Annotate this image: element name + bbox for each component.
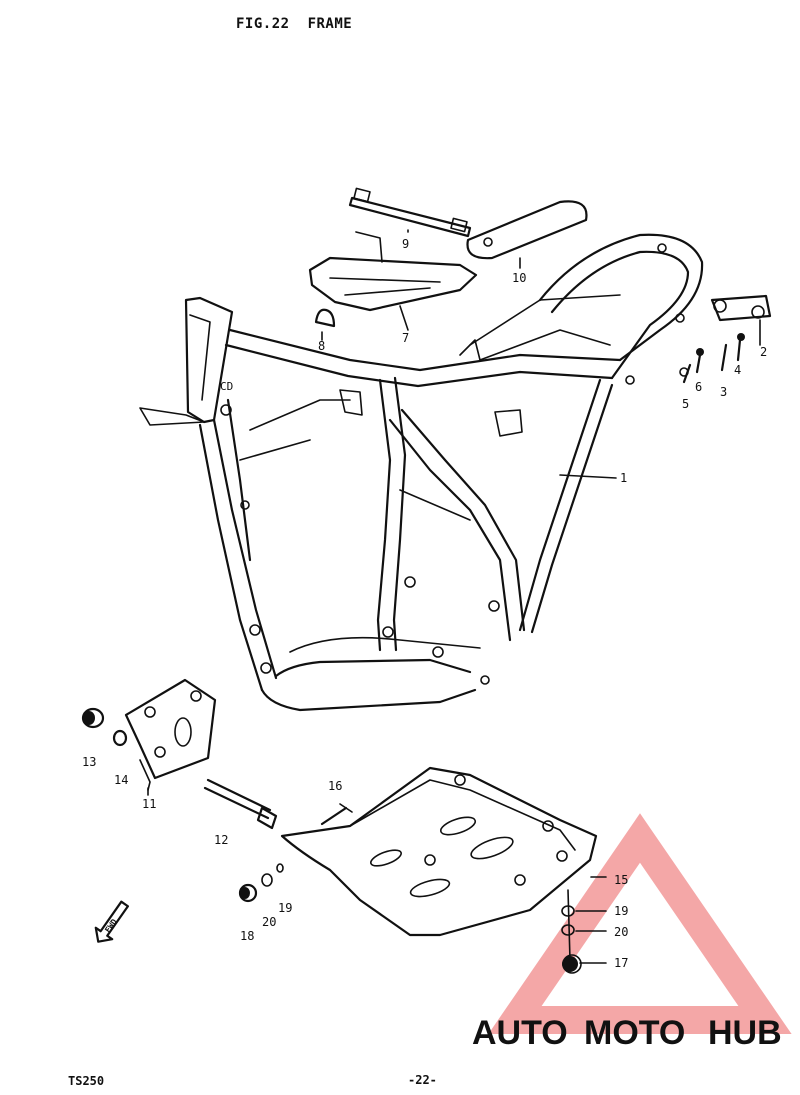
- callout-19-right: 19: [614, 904, 628, 918]
- figure-name: FRAME: [307, 16, 353, 32]
- callout-13: 13: [82, 755, 96, 769]
- fwd-arrow-icon: FWD: [94, 900, 129, 943]
- page-number: -22-: [408, 1073, 437, 1087]
- watermark-logo: AUTO MOTO HUB: [472, 1014, 782, 1052]
- part-8-grommet: [314, 308, 336, 328]
- callout-4: 4: [734, 363, 741, 377]
- callout-2: 2: [760, 345, 767, 359]
- frame-stamp-cd: CD: [220, 380, 233, 393]
- part-13-nut: [81, 707, 105, 729]
- callout-14: 14: [114, 773, 128, 787]
- callout-20-right: 20: [614, 925, 628, 939]
- callout-18: 18: [240, 929, 254, 943]
- callout-labels: 1 2 3 4 5 6 7 8 9 10 11 12 13 14 15 16 1…: [82, 237, 767, 970]
- leader-lines: [147, 229, 761, 964]
- callout-16: 16: [328, 779, 342, 793]
- callout-6: 6: [695, 380, 702, 394]
- right-fastener-stack: [561, 889, 582, 974]
- part-7-bracket: [308, 231, 478, 312]
- part-12-bolt: [203, 778, 278, 830]
- part-19-washer-left: [276, 863, 284, 873]
- part-10-pad: [466, 200, 588, 260]
- model-label: TS250: [68, 1074, 105, 1088]
- rear-mount-hardware: [679, 294, 772, 384]
- part-18-nut: [238, 883, 258, 903]
- callout-17: 17: [614, 956, 628, 970]
- part-11-engine-plate: [124, 678, 217, 791]
- skid-plate: [280, 766, 598, 937]
- main-frame: CD: [139, 233, 704, 712]
- part-9-strap: [348, 187, 472, 238]
- part-16-bolt: [320, 803, 353, 826]
- part-20-washer-left: [261, 873, 273, 887]
- callout-8: 8: [318, 339, 325, 353]
- callout-7: 7: [402, 331, 409, 345]
- fwd-label: FWD: [103, 917, 119, 934]
- callout-9: 9: [402, 237, 409, 251]
- figure-number: FIG.22: [236, 16, 290, 32]
- callout-5: 5: [682, 397, 689, 411]
- figure-title: FIG.22 FRAME: [236, 16, 370, 32]
- callout-19-left: 19: [278, 901, 292, 915]
- callout-1: 1: [620, 471, 627, 485]
- part-14-washer: [112, 729, 128, 747]
- callout-20-left: 20: [262, 915, 276, 929]
- callout-11: 11: [142, 797, 156, 811]
- callout-12: 12: [214, 833, 228, 847]
- callout-15: 15: [614, 873, 628, 887]
- watermark-word-hub: HUB: [708, 1014, 782, 1052]
- callout-10: 10: [512, 271, 526, 285]
- watermark-triangle: [488, 813, 792, 1034]
- watermark-word-moto: MOTO: [584, 1014, 685, 1052]
- callout-3: 3: [720, 385, 727, 399]
- watermark-word-auto: AUTO: [472, 1014, 568, 1052]
